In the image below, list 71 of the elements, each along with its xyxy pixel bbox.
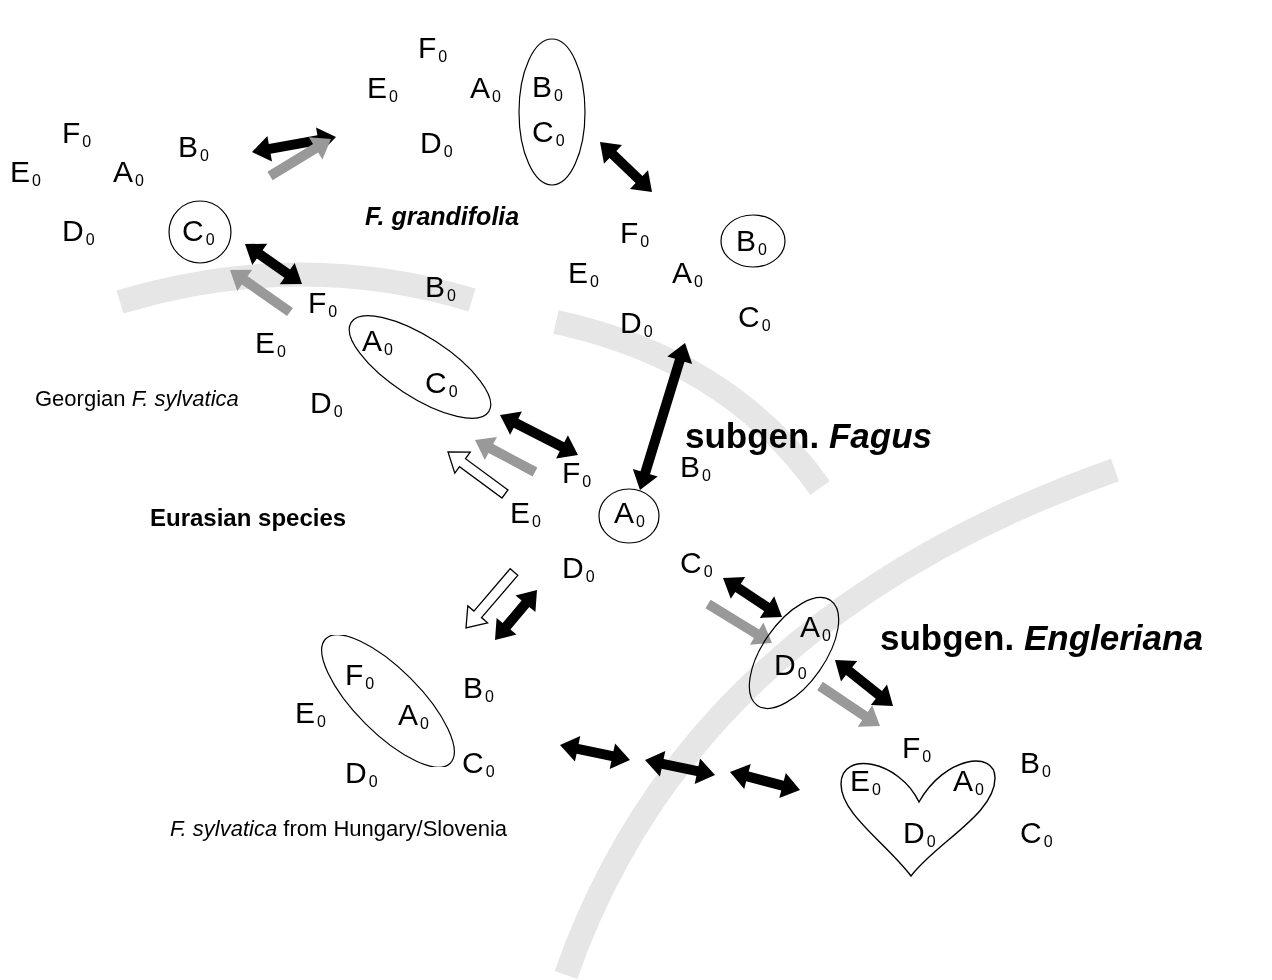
grouping-ellipse [348, 315, 492, 419]
group-label: F. grandifolia [365, 204, 520, 229]
allele-label: E$_{0}$ [295, 698, 326, 728]
allele-label: B$_{0}$ [178, 132, 209, 162]
arrow [705, 599, 772, 645]
allele-label: E$_{0}$ [367, 73, 398, 103]
allele-label: F$_{0}$ [418, 33, 448, 63]
allele-label: B$_{0}$ [463, 673, 494, 703]
allele-label: A$_{0}$ [800, 612, 831, 642]
allele-label: D$_{0}$ [345, 758, 378, 788]
grouping-ellipse [748, 596, 840, 710]
double-arrow [600, 142, 652, 192]
allele-label: A$_{0}$ [953, 766, 984, 796]
allele-label: B$_{0}$ [1020, 748, 1051, 778]
arrow [447, 451, 509, 499]
arrow [817, 681, 880, 727]
group-label: F. sylvatica from Hungary/Slovenia [170, 818, 508, 840]
allele-label: D$_{0}$ [420, 128, 453, 158]
allele-label: E$_{0}$ [510, 498, 541, 528]
allele-label: F$_{0}$ [308, 288, 338, 318]
arrow [230, 269, 293, 317]
allele-label: C$_{0}$ [462, 748, 495, 778]
allele-label: F$_{0}$ [562, 458, 592, 488]
grouping-ellipse [518, 38, 586, 186]
allele-label: C$_{0}$ [738, 302, 771, 332]
allele-label: B$_{0}$ [425, 272, 456, 302]
allele-label: F$_{0}$ [62, 118, 92, 148]
double-arrow [245, 243, 302, 285]
arrow [475, 437, 538, 477]
allele-label: A$_{0}$ [614, 498, 645, 528]
allele-label: A$_{0}$ [113, 157, 144, 187]
grouping-circle [168, 200, 232, 264]
allele-label: F$_{0}$ [620, 218, 650, 248]
allele-label: D$_{0}$ [774, 650, 807, 680]
allele-label: A$_{0}$ [672, 258, 703, 288]
allele-label: C$_{0}$ [425, 368, 458, 398]
allele-label: D$_{0}$ [310, 388, 343, 418]
arrow [465, 567, 519, 629]
double-arrow [632, 343, 693, 490]
allele-label: E$_{0}$ [568, 258, 599, 288]
allele-label: B$_{0}$ [736, 226, 767, 256]
allele-label: F$_{0}$ [902, 733, 932, 763]
allele-label: A$_{0}$ [398, 700, 429, 730]
allele-label: D$_{0}$ [62, 216, 95, 246]
double-arrow [500, 411, 578, 459]
grouping-circle [720, 214, 786, 268]
allele-label: C$_{0}$ [182, 216, 215, 246]
grouping-circle [598, 488, 660, 544]
double-arrow [495, 590, 537, 640]
allele-label: E$_{0}$ [255, 328, 286, 358]
double-arrow [723, 577, 782, 618]
group-label: subgen. Fagus [685, 418, 932, 453]
allele-label: B$_{0}$ [680, 452, 711, 482]
double-arrow [560, 736, 800, 799]
allele-label: A$_{0}$ [362, 326, 393, 356]
allele-label: B$_{0}$ [532, 72, 563, 102]
allele-label: E$_{0}$ [10, 157, 41, 187]
allele-label: C$_{0}$ [1020, 818, 1053, 848]
allele-label: D$_{0}$ [562, 553, 595, 583]
allele-label: D$_{0}$ [903, 818, 936, 848]
allele-label: E$_{0}$ [850, 766, 881, 796]
group-label: subgen. Engleriana [880, 620, 1203, 655]
arrow [267, 137, 331, 181]
allele-label: A$_{0}$ [470, 73, 501, 103]
group-label: Eurasian species [150, 506, 347, 530]
allele-label: F$_{0}$ [345, 660, 375, 690]
allele-label: C$_{0}$ [680, 548, 713, 578]
double-arrow [835, 660, 893, 706]
allele-label: D$_{0}$ [620, 308, 653, 338]
allele-label: C$_{0}$ [532, 117, 565, 147]
group-label: Georgian F. sylvatica [35, 388, 239, 410]
